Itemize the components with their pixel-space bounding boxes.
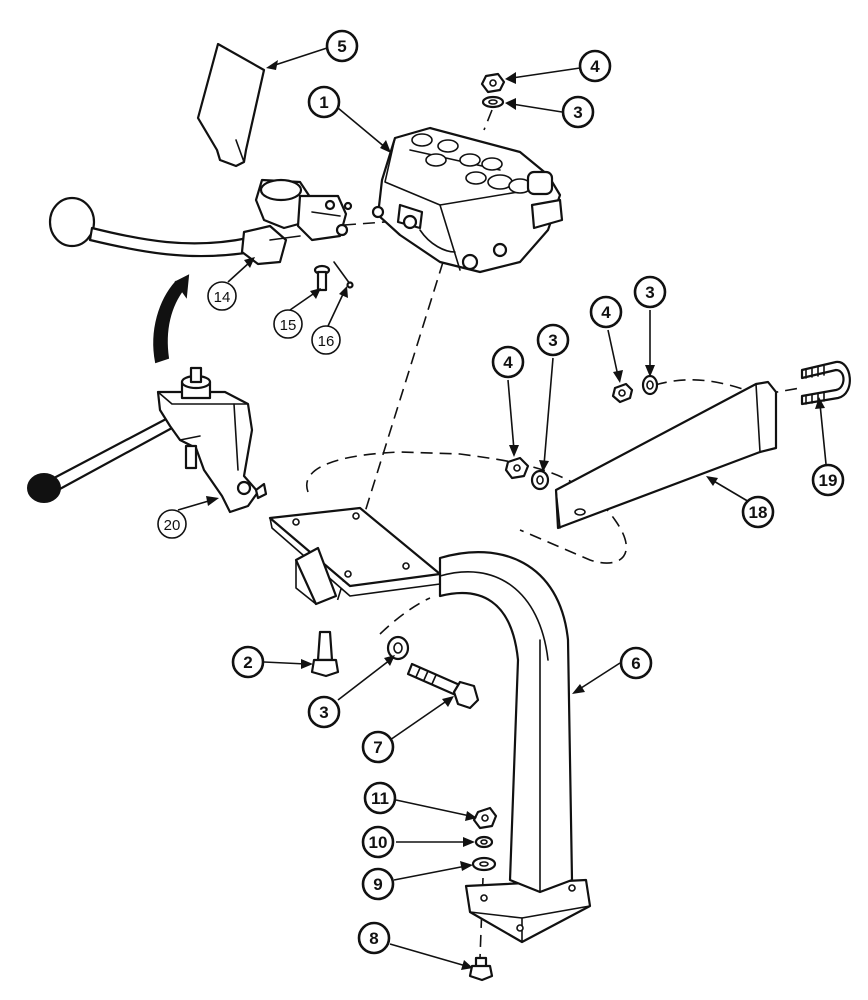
callout-circle bbox=[307, 85, 341, 119]
callout-labels: 1 2 3 3 3 3 4 4 4 5 6 7 8 9 10 11 14 15 16 18 19 20 bbox=[157, 29, 845, 955]
callout-circle bbox=[273, 309, 303, 339]
u-bolt-icon bbox=[800, 360, 851, 406]
mounting-stand-icon bbox=[268, 506, 592, 944]
callout-8: 8 bbox=[357, 921, 391, 955]
callout-15: 15 bbox=[273, 309, 303, 339]
callout-circle bbox=[363, 781, 397, 815]
callout-number: 18 bbox=[749, 503, 768, 522]
callout-number: 4 bbox=[590, 57, 600, 76]
callout-circle bbox=[361, 730, 395, 764]
callout-number: 8 bbox=[369, 929, 378, 948]
callout-7: 7 bbox=[361, 730, 395, 764]
callout-circle bbox=[357, 921, 391, 955]
cover-plate-icon bbox=[196, 42, 266, 168]
direction-arrow bbox=[153, 274, 190, 364]
callout-19: 19 bbox=[811, 463, 845, 497]
callout-circle bbox=[578, 49, 612, 83]
callout-number: 4 bbox=[503, 353, 513, 372]
callout-circle bbox=[307, 695, 341, 729]
support-bracket-icon bbox=[554, 380, 778, 530]
callout-circle bbox=[157, 509, 187, 539]
control-lever-icon bbox=[48, 178, 353, 266]
fastener-icon bbox=[313, 261, 354, 292]
callout-number: 11 bbox=[371, 789, 389, 808]
callout-number: 6 bbox=[631, 654, 640, 673]
callout-1: 1 bbox=[307, 85, 341, 119]
callout-circle bbox=[491, 345, 525, 379]
callout-3: 3 bbox=[536, 323, 570, 357]
callout-11: 11 bbox=[363, 781, 397, 815]
callout-number: 9 bbox=[373, 875, 382, 894]
callout-3: 3 bbox=[307, 695, 341, 729]
callout-circle bbox=[589, 295, 623, 329]
callout-9: 9 bbox=[361, 867, 395, 901]
fastener-icon bbox=[504, 374, 659, 491]
lever-assembly-icon bbox=[27, 366, 268, 514]
callout-circle bbox=[231, 645, 265, 679]
callout-circle bbox=[561, 95, 595, 129]
callout-4: 4 bbox=[578, 49, 612, 83]
callout-number: 2 bbox=[243, 653, 252, 672]
callout-number: 10 bbox=[369, 833, 388, 852]
control-valve-icon bbox=[371, 126, 564, 274]
callout-number: 15 bbox=[280, 317, 297, 334]
callout-number: 19 bbox=[819, 471, 838, 490]
callout-10: 10 bbox=[361, 825, 395, 859]
callout-number: 4 bbox=[601, 303, 611, 322]
callout-number: 16 bbox=[318, 333, 335, 350]
callout-4: 4 bbox=[589, 295, 623, 329]
fastener-icon bbox=[480, 72, 506, 109]
callout-circle bbox=[811, 463, 845, 497]
callout-14: 14 bbox=[207, 281, 237, 311]
callout-number: 3 bbox=[319, 703, 328, 722]
callout-number: 5 bbox=[337, 37, 346, 56]
leader-lines bbox=[177, 47, 827, 970]
callout-16: 16 bbox=[311, 325, 341, 355]
callout-circle bbox=[536, 323, 570, 357]
callout-circle bbox=[741, 495, 775, 529]
callout-3: 3 bbox=[561, 95, 595, 129]
callout-number: 7 bbox=[373, 738, 382, 757]
callout-circle bbox=[207, 281, 237, 311]
callout-circle bbox=[361, 867, 395, 901]
callout-number: 3 bbox=[645, 283, 654, 302]
callout-number: 3 bbox=[573, 103, 582, 122]
callout-20: 20 bbox=[157, 509, 187, 539]
callout-18: 18 bbox=[741, 495, 775, 529]
callout-2: 2 bbox=[231, 645, 265, 679]
callout-3: 3 bbox=[633, 275, 667, 309]
callout-circle bbox=[361, 825, 395, 859]
callout-number: 1 bbox=[319, 93, 328, 112]
fastener-icon bbox=[386, 635, 480, 710]
callout-number: 14 bbox=[214, 289, 231, 306]
callout-6: 6 bbox=[619, 646, 653, 680]
callout-4: 4 bbox=[491, 345, 525, 379]
callout-5: 5 bbox=[325, 29, 359, 63]
callout-circle bbox=[325, 29, 359, 63]
callout-number: 3 bbox=[548, 331, 557, 350]
callout-number: 20 bbox=[164, 517, 181, 534]
callout-circle bbox=[619, 646, 653, 680]
fastener-icon bbox=[468, 806, 498, 982]
fastener-icon bbox=[310, 630, 340, 678]
callout-circle bbox=[633, 275, 667, 309]
callout-circle bbox=[311, 325, 341, 355]
